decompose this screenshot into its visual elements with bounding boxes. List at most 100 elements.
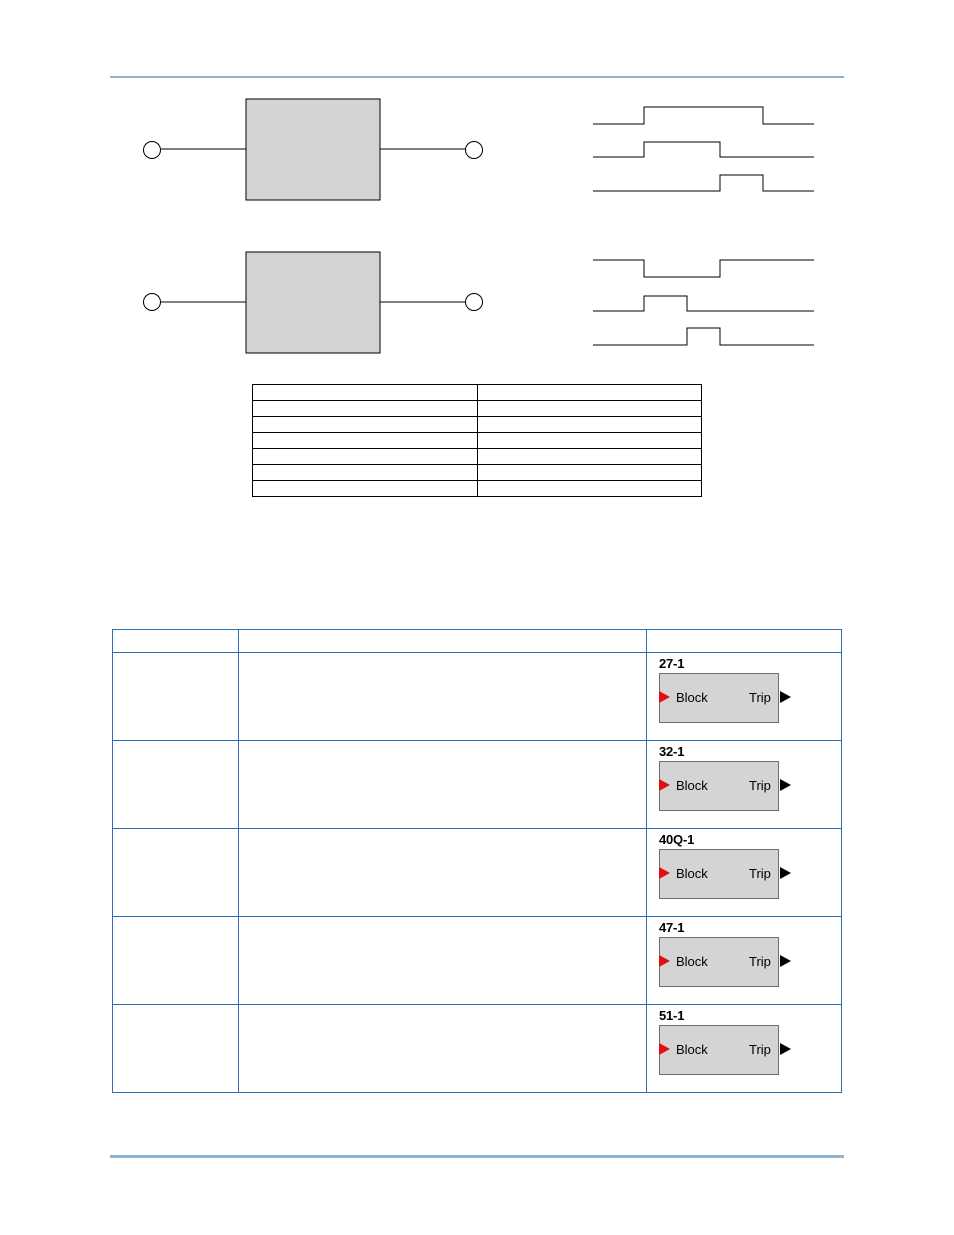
input-terminal bbox=[143, 141, 161, 159]
name-cell bbox=[112, 1004, 239, 1093]
table-cell bbox=[252, 400, 478, 417]
timing-waveform bbox=[593, 259, 814, 278]
table-row bbox=[252, 448, 702, 465]
timing-waveform bbox=[593, 141, 814, 158]
element-box[interactable] bbox=[659, 937, 779, 987]
table-cell bbox=[477, 416, 702, 433]
header-rule bbox=[110, 76, 844, 78]
name-cell bbox=[112, 828, 239, 917]
logic-diagram-2 bbox=[143, 251, 483, 354]
footer-rule bbox=[110, 1155, 844, 1158]
description-cell bbox=[238, 916, 647, 1005]
input-terminal bbox=[143, 293, 161, 311]
timing-waveform bbox=[593, 106, 814, 125]
table-cell bbox=[252, 480, 478, 497]
logic-gate-box bbox=[245, 251, 381, 354]
logic-diagram-1 bbox=[143, 98, 483, 201]
trip-output-label: Trip bbox=[749, 866, 771, 881]
table-row bbox=[252, 416, 702, 433]
block-input-arrow-icon[interactable] bbox=[659, 955, 670, 967]
element-box[interactable] bbox=[659, 849, 779, 899]
timing-diagram-1 bbox=[593, 106, 814, 192]
output-terminal bbox=[465, 293, 483, 311]
description-cell bbox=[238, 740, 647, 829]
trip-output-arrow-icon[interactable] bbox=[780, 955, 791, 967]
trip-output-label: Trip bbox=[749, 954, 771, 969]
table-cell bbox=[477, 464, 702, 481]
truth-table bbox=[252, 384, 702, 497]
block-input-label: Block bbox=[676, 866, 708, 881]
table-cell bbox=[252, 416, 478, 433]
table-cell bbox=[477, 400, 702, 417]
header-cell bbox=[238, 629, 647, 653]
element-box[interactable] bbox=[659, 761, 779, 811]
table-row bbox=[252, 464, 702, 481]
description-cell bbox=[238, 828, 647, 917]
header-cell bbox=[646, 629, 842, 653]
table-header-row bbox=[112, 629, 842, 653]
element-name: 51-1 bbox=[659, 1008, 685, 1023]
description-cell bbox=[238, 652, 647, 741]
trip-output-arrow-icon[interactable] bbox=[780, 779, 791, 791]
name-cell bbox=[112, 916, 239, 1005]
element-name: 32-1 bbox=[659, 744, 685, 759]
element-box[interactable] bbox=[659, 1025, 779, 1075]
trip-output-arrow-icon[interactable] bbox=[780, 1043, 791, 1055]
element-box[interactable] bbox=[659, 673, 779, 723]
timing-waveform bbox=[593, 327, 814, 346]
element-name: 40Q-1 bbox=[659, 832, 695, 847]
table-cell bbox=[477, 480, 702, 497]
timing-diagram-2 bbox=[593, 259, 814, 346]
block-input-label: Block bbox=[676, 690, 708, 705]
timing-waveform bbox=[593, 295, 814, 312]
table-row bbox=[252, 432, 702, 449]
block-input-arrow-icon[interactable] bbox=[659, 779, 670, 791]
block-input-arrow-icon[interactable] bbox=[659, 1043, 670, 1055]
trip-output-arrow-icon[interactable] bbox=[780, 691, 791, 703]
block-input-arrow-icon[interactable] bbox=[659, 691, 670, 703]
table-cell bbox=[252, 384, 478, 401]
header-cell bbox=[112, 629, 239, 653]
trip-output-label: Trip bbox=[749, 1042, 771, 1057]
element-name: 47-1 bbox=[659, 920, 685, 935]
table-cell bbox=[252, 464, 478, 481]
block-input-label: Block bbox=[676, 954, 708, 969]
table-cell bbox=[477, 432, 702, 449]
table-cell bbox=[477, 384, 702, 401]
description-cell bbox=[238, 1004, 647, 1093]
logic-gate-box bbox=[245, 98, 381, 201]
block-input-label: Block bbox=[676, 778, 708, 793]
table-cell bbox=[477, 448, 702, 465]
trip-output-label: Trip bbox=[749, 778, 771, 793]
name-cell bbox=[112, 740, 239, 829]
table-row bbox=[252, 384, 702, 401]
output-terminal bbox=[465, 141, 483, 159]
name-cell bbox=[112, 652, 239, 741]
block-input-label: Block bbox=[676, 1042, 708, 1057]
trip-output-arrow-icon[interactable] bbox=[780, 867, 791, 879]
element-name: 27-1 bbox=[659, 656, 685, 671]
trip-output-label: Trip bbox=[749, 690, 771, 705]
block-input-arrow-icon[interactable] bbox=[659, 867, 670, 879]
table-row bbox=[252, 480, 702, 497]
table-cell bbox=[252, 432, 478, 449]
logic-diagrams bbox=[143, 98, 814, 354]
table-cell bbox=[252, 448, 478, 465]
timing-waveform bbox=[593, 174, 814, 192]
